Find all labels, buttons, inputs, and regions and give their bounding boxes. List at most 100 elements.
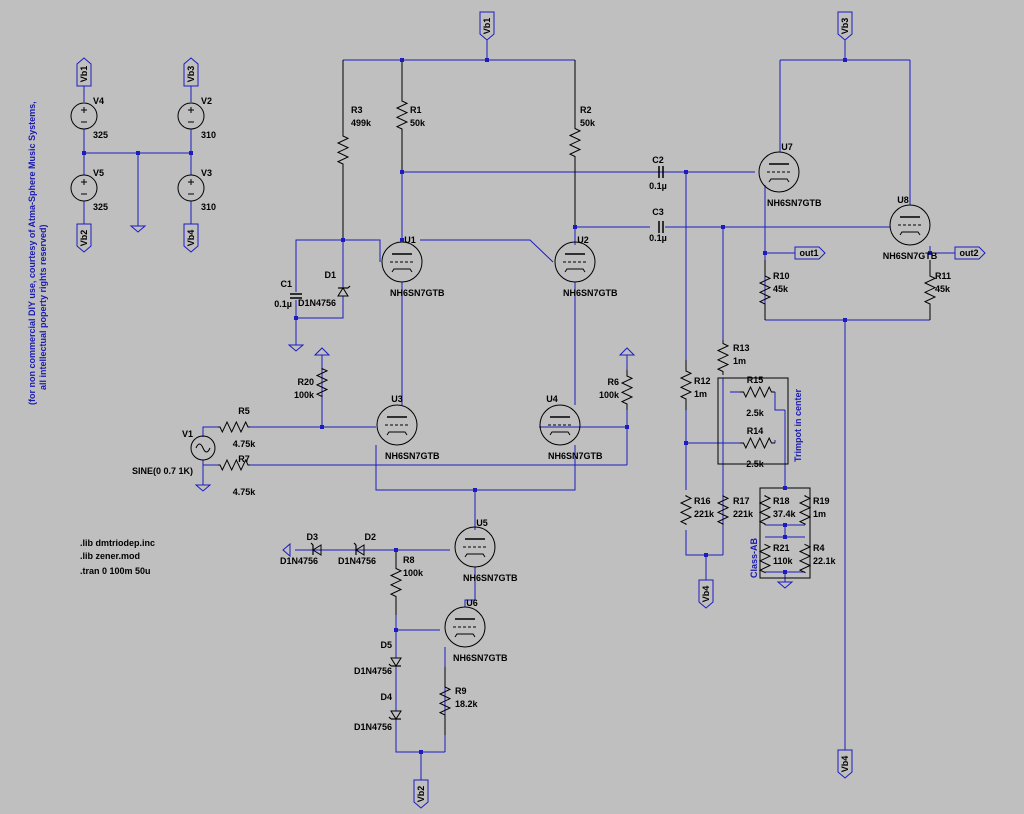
net-label-vb1-top[interactable]: Vb1 xyxy=(479,11,495,41)
net-label-vb4-right[interactable]: Vb4 xyxy=(837,749,853,779)
capacitor-c1-value: 0.1µ xyxy=(274,299,292,309)
tube-u1-model: NH6SN7GTB xyxy=(390,288,445,298)
tube-u8[interactable] xyxy=(889,204,931,246)
trimpot-box xyxy=(717,377,789,465)
net-label-out2[interactable]: out2 xyxy=(954,246,986,260)
tube-u5[interactable] xyxy=(454,526,496,568)
tube-u2[interactable] xyxy=(554,241,596,283)
capacitor-c3[interactable] xyxy=(658,221,664,233)
diode-d3[interactable] xyxy=(310,542,322,556)
trimpot-note: Trimpot in center xyxy=(793,388,803,462)
resistor-r3[interactable] xyxy=(336,60,350,240)
voltage-source-v1[interactable] xyxy=(190,435,216,461)
ground-symbol xyxy=(194,484,212,492)
resistor-r20[interactable] xyxy=(315,367,329,398)
resistor-r4-name: R4 xyxy=(813,543,825,553)
diode-d2[interactable] xyxy=(353,542,365,556)
resistor-r11-name: R11 xyxy=(935,271,951,281)
tube-u3-model: NH6SN7GTB xyxy=(385,451,440,461)
resistor-r18[interactable] xyxy=(758,495,772,525)
voltage-source-v5[interactable] xyxy=(70,174,98,202)
net-label-out2-text: out2 xyxy=(960,248,979,258)
junction-dot xyxy=(473,488,477,492)
resistor-r11[interactable] xyxy=(923,260,937,320)
resistor-r4-value: 22.1k xyxy=(813,556,837,566)
tube-u6[interactable] xyxy=(444,606,486,648)
resistor-r4[interactable] xyxy=(798,543,812,574)
net-label-out1[interactable]: out1 xyxy=(794,246,826,260)
net-label-vb4-mid[interactable]: Vb4 xyxy=(698,579,714,609)
net-label-vb1-left[interactable]: Vb1 xyxy=(76,57,92,87)
net-label-vb3-top[interactable]: Vb3 xyxy=(837,11,853,41)
net-label-vb3-left[interactable]: Vb3 xyxy=(183,57,199,87)
junction-dot xyxy=(763,251,767,255)
resistor-r19-name: R19 xyxy=(813,496,830,506)
junction-dot xyxy=(783,523,787,527)
supply-v4-name: V4 xyxy=(93,96,104,106)
tube-u3-name: U3 xyxy=(391,394,403,404)
junction-dot xyxy=(928,251,932,255)
classab-note: Class-AB xyxy=(749,537,759,578)
resistor-r5-name: R5 xyxy=(238,406,250,416)
diode-d2-name: D2 xyxy=(364,532,376,542)
resistor-r9[interactable] xyxy=(438,667,452,735)
resistor-r19[interactable] xyxy=(798,495,812,525)
resistor-r15[interactable] xyxy=(740,385,775,399)
voltage-source-v4[interactable] xyxy=(70,102,98,130)
resistor-r21[interactable] xyxy=(758,543,772,574)
voltage-source-v3[interactable] xyxy=(177,174,205,202)
resistor-r1-name: R1 xyxy=(410,105,422,115)
resistor-r2[interactable] xyxy=(568,60,582,225)
capacitor-c3-value: 0.1µ xyxy=(649,233,667,243)
junction-dot xyxy=(400,238,404,242)
diode-d5-value: D1N4756 xyxy=(354,666,392,676)
junction-dot xyxy=(573,225,577,229)
tube-u7[interactable] xyxy=(758,151,800,193)
resistor-r21-value: 110k xyxy=(773,556,794,566)
diode-d4[interactable] xyxy=(388,710,402,720)
tube-u7-model: NH6SN7GTB xyxy=(767,198,822,208)
resistor-r16[interactable] xyxy=(679,495,693,525)
tube-u4[interactable] xyxy=(539,404,581,446)
net-label-vb3-top-text: Vb3 xyxy=(840,18,850,35)
resistor-r14[interactable] xyxy=(740,436,775,450)
resistor-r8[interactable] xyxy=(389,550,403,615)
resistor-r10[interactable] xyxy=(758,260,772,320)
resistor-r12[interactable] xyxy=(679,360,693,410)
tube-u3[interactable] xyxy=(376,404,418,446)
resistor-r9-value: 18.2k xyxy=(455,699,479,709)
net-label-vb2-bottom[interactable]: Vb2 xyxy=(413,779,429,809)
junction-dot xyxy=(136,151,140,155)
resistor-r6-name: R6 xyxy=(607,377,619,387)
resistor-r17[interactable] xyxy=(716,495,730,525)
copyright-note-line2: all intellectual poperty rights reserved… xyxy=(38,224,48,390)
tube-u4-name: U4 xyxy=(546,394,558,404)
net-label-vb2-left[interactable]: Vb2 xyxy=(76,223,92,253)
resistor-r17-value: 221k xyxy=(733,509,754,519)
wire xyxy=(202,426,218,437)
supply-v2-name: V2 xyxy=(201,96,212,106)
resistor-r13-name: R13 xyxy=(733,343,750,353)
diode-d4-name: D4 xyxy=(380,692,392,702)
wires xyxy=(83,40,955,780)
capacitor-c2[interactable] xyxy=(658,166,664,178)
resistor-r1[interactable] xyxy=(395,60,409,170)
diode-d1[interactable] xyxy=(337,285,351,297)
resistor-r13[interactable] xyxy=(716,340,730,375)
diode-d5[interactable] xyxy=(388,657,402,667)
resistor-r5[interactable] xyxy=(218,420,250,434)
junction-dot xyxy=(394,548,398,552)
ground-symbol xyxy=(282,542,291,558)
voltage-source-v2[interactable] xyxy=(177,102,205,130)
diode-d1-name: D1 xyxy=(324,270,336,280)
net-label-vb4-left[interactable]: Vb4 xyxy=(183,223,199,253)
capacitor-c2-name: C2 xyxy=(652,155,664,165)
resistor-r6[interactable] xyxy=(620,370,634,410)
net-label-vb2-bottom-text: Vb2 xyxy=(416,786,426,803)
junction-dot xyxy=(400,58,404,62)
tube-u1[interactable] xyxy=(381,241,423,283)
resistor-r7[interactable] xyxy=(218,458,250,472)
tube-u2-model: NH6SN7GTB xyxy=(563,288,618,298)
capacitor-c1[interactable] xyxy=(290,293,302,299)
wire xyxy=(685,530,723,556)
